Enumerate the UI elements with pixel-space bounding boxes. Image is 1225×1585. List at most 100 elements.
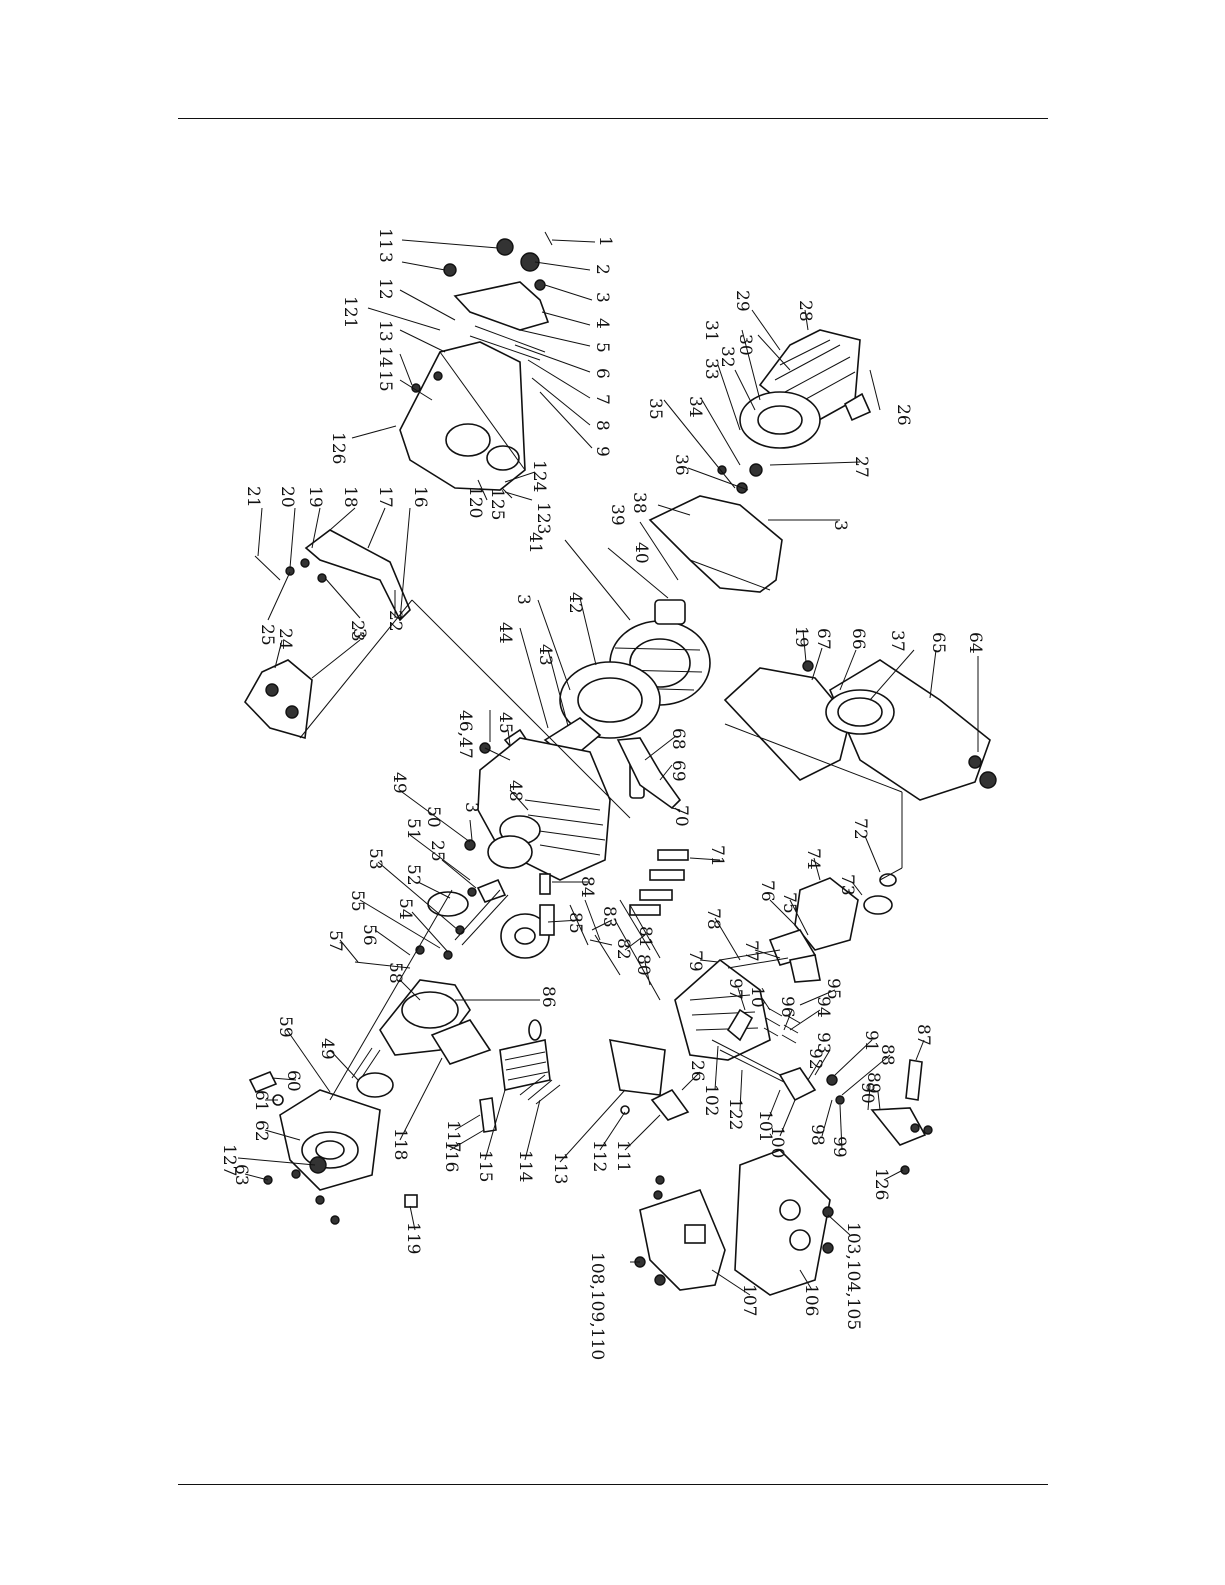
callout-number: 5 bbox=[592, 342, 612, 353]
callout-number: 60 bbox=[283, 1070, 303, 1092]
callout-number: 16 bbox=[410, 486, 430, 508]
callout-number: 19 bbox=[791, 626, 811, 648]
callout-number: 123 bbox=[533, 502, 553, 534]
callout-number: 69 bbox=[668, 760, 688, 782]
callout-number: 3 bbox=[592, 292, 612, 303]
callout-number: 53 bbox=[365, 848, 385, 870]
callout-number: 126 bbox=[328, 432, 348, 464]
callout-number: 3 bbox=[349, 628, 369, 639]
flywheel bbox=[559, 599, 711, 739]
callout-number: 17 bbox=[375, 486, 395, 508]
governor-linkage bbox=[244, 529, 411, 740]
callout-number: 113 bbox=[550, 1152, 570, 1184]
callout-number: 127 bbox=[219, 1144, 239, 1176]
crankcase-cover bbox=[248, 1070, 394, 1225]
callout-number: 72 bbox=[850, 818, 870, 840]
callout-number: 56 bbox=[359, 924, 379, 946]
callout-number: 1 bbox=[595, 236, 615, 247]
footer-rule bbox=[178, 1484, 1048, 1485]
callout-number: 54 bbox=[395, 898, 415, 920]
callout-number: 106 bbox=[801, 1284, 821, 1316]
callout-number: 77 bbox=[741, 940, 761, 962]
callout-number: 78 bbox=[703, 908, 723, 930]
camshaft bbox=[500, 904, 555, 959]
part-drawings bbox=[244, 231, 997, 1296]
callout-number: 7 bbox=[592, 394, 612, 405]
callout-number: 115 bbox=[475, 1150, 495, 1182]
callout-number: 3 bbox=[830, 520, 850, 531]
callout-number: 18 bbox=[340, 486, 360, 508]
callout-number: 2 bbox=[592, 264, 612, 275]
callout-number: 31 bbox=[701, 320, 721, 342]
callout-number: 80 bbox=[633, 954, 653, 976]
callout-number: 4 bbox=[592, 318, 612, 329]
callout-number: 29 bbox=[732, 290, 752, 312]
callout-number: 114 bbox=[515, 1150, 535, 1182]
callout-number: 92 bbox=[805, 1048, 825, 1070]
callout-number: 13 bbox=[375, 320, 395, 342]
callout-number: 51 bbox=[403, 818, 423, 840]
callout-number: 116 bbox=[441, 1140, 461, 1172]
callout-number: 71 bbox=[707, 845, 727, 867]
callout-number: 23 bbox=[347, 620, 367, 642]
callout-number: 10 bbox=[747, 986, 767, 1008]
callout-number: 21 bbox=[243, 486, 263, 508]
callout-number: 83 bbox=[599, 906, 619, 928]
fuel-tank bbox=[399, 325, 546, 491]
callout-number: 118 bbox=[390, 1128, 410, 1160]
callout-number: 126 bbox=[871, 1168, 891, 1200]
callout-number: 48 bbox=[505, 780, 525, 802]
callout-number: 125 bbox=[487, 488, 507, 520]
callout-number: 87 bbox=[913, 1024, 933, 1046]
callout-number: 12 bbox=[375, 278, 395, 300]
leader-lines bbox=[237, 239, 979, 1296]
callout-number: 67 bbox=[813, 628, 833, 650]
callout-number: 121 bbox=[340, 296, 360, 328]
callout-number: 24 bbox=[275, 628, 295, 650]
fuel-cap-assembly bbox=[443, 231, 553, 331]
callout-number: 108,109,110 bbox=[587, 1252, 607, 1360]
callout-number: 79 bbox=[685, 950, 705, 972]
callout-number: 85 bbox=[565, 912, 585, 934]
callout-number: 42 bbox=[565, 592, 585, 614]
callout-number: 84 bbox=[577, 876, 597, 898]
callout-number: 33 bbox=[701, 358, 721, 380]
callout-number: 61 bbox=[251, 1090, 271, 1112]
callout-number: 30 bbox=[735, 334, 755, 356]
callout-number: 97 bbox=[725, 978, 745, 1000]
callout-number: 40 bbox=[631, 542, 651, 564]
callout-number: 49 bbox=[317, 1038, 337, 1060]
fan-cover bbox=[648, 495, 783, 593]
callout-number: 119 bbox=[403, 1222, 423, 1254]
callout-number: 66 bbox=[848, 628, 868, 650]
callout-number: 93 bbox=[813, 1032, 833, 1054]
muffler bbox=[634, 1088, 834, 1296]
callout-number: 3 bbox=[461, 802, 481, 813]
callout-number: 27 bbox=[851, 456, 871, 478]
callout-number: 46,47 bbox=[455, 710, 475, 759]
callout-number: 26 bbox=[687, 1060, 707, 1082]
callout-number: 57 bbox=[325, 930, 345, 952]
callout-number: 11 bbox=[375, 228, 395, 250]
callout-number: 3 bbox=[513, 594, 533, 605]
callout-number: 3 bbox=[375, 252, 395, 263]
callout-number: 8 bbox=[592, 420, 612, 431]
callout-number: 88 bbox=[877, 1044, 897, 1066]
callout-number: 75 bbox=[779, 892, 799, 914]
callout-number: 64 bbox=[965, 632, 985, 654]
piston-assembly bbox=[354, 835, 533, 969]
callout-number: 82 bbox=[613, 938, 633, 960]
callout-number: 102 bbox=[701, 1084, 721, 1116]
callout-number: 19 bbox=[305, 486, 325, 508]
callout-number: 58 bbox=[385, 962, 405, 984]
callout-number: 32 bbox=[717, 346, 737, 368]
callout-number: 103,104,105 bbox=[843, 1222, 863, 1330]
callout-number: 35 bbox=[645, 398, 665, 420]
callout-number: 43 bbox=[535, 644, 555, 666]
cylinder-head-bolts bbox=[539, 849, 689, 916]
callout-number: 73 bbox=[837, 874, 857, 896]
callout-number: 68 bbox=[668, 728, 688, 750]
callout-number: 38 bbox=[629, 492, 649, 514]
